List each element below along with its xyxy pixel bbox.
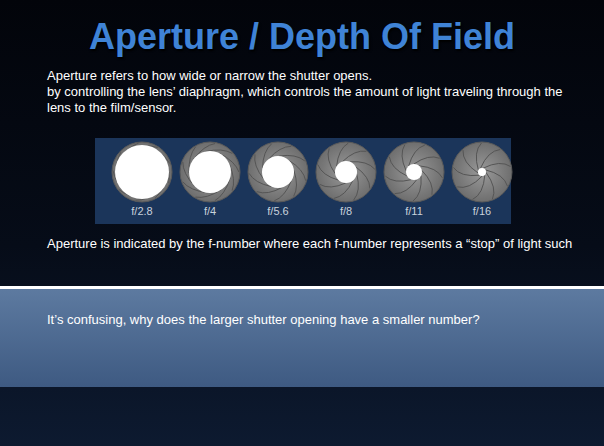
iris-opening (189, 151, 231, 193)
iris-blade (328, 148, 335, 173)
body-text: Aperture refers to how wide or narrow th… (47, 68, 582, 84)
iris-blade (257, 187, 283, 192)
iris-blade (402, 145, 406, 171)
iris-opening (262, 156, 294, 188)
iris-blade (414, 157, 440, 164)
body-text: by controlling the lens’ diaphragm, whic… (47, 84, 582, 116)
f-number-label: f/4 (180, 205, 240, 217)
question-band: It’s confusing, why does the larger shut… (0, 290, 604, 386)
iris-blade (457, 176, 482, 187)
iris-blade (486, 172, 494, 199)
iris-blade (483, 163, 510, 168)
iris-group (112, 142, 512, 202)
iris-blade (385, 176, 411, 181)
slide-title: Aperture / Depth Of Field (0, 16, 604, 58)
iris-body (180, 142, 240, 202)
f-number-label: f/2.8 (112, 205, 172, 217)
f-number-label: f/8 (316, 205, 376, 217)
iris-blade (294, 170, 297, 196)
aperture-strip (95, 138, 511, 224)
iris-blade (409, 145, 425, 166)
iris-blade (343, 151, 367, 162)
iris-blade (473, 175, 485, 200)
iris-body (248, 142, 308, 202)
f-number-label: f/16 (452, 205, 512, 217)
iris-body (112, 142, 172, 202)
iris-blade (320, 183, 346, 187)
body-text: Aperture is indicated by the f-number wh… (47, 236, 582, 252)
band-rule (0, 286, 604, 289)
iris-body (452, 142, 512, 202)
iris-opening (406, 164, 422, 180)
iris-blade (485, 170, 507, 186)
iris-blade (422, 170, 433, 194)
iris-blade (334, 181, 353, 199)
question-band (0, 289, 604, 387)
iris-body (316, 142, 376, 202)
iris-opening (478, 168, 486, 176)
question-text: It’s confusing, why does the larger shut… (47, 312, 557, 328)
iris-blade (463, 150, 478, 173)
iris-opening (335, 161, 357, 183)
iris-opening (115, 145, 169, 199)
iris-blade (476, 143, 481, 170)
f-number-label: f/11 (384, 205, 444, 217)
iris-body (384, 142, 444, 202)
f-number-label: f/5.6 (248, 205, 308, 217)
